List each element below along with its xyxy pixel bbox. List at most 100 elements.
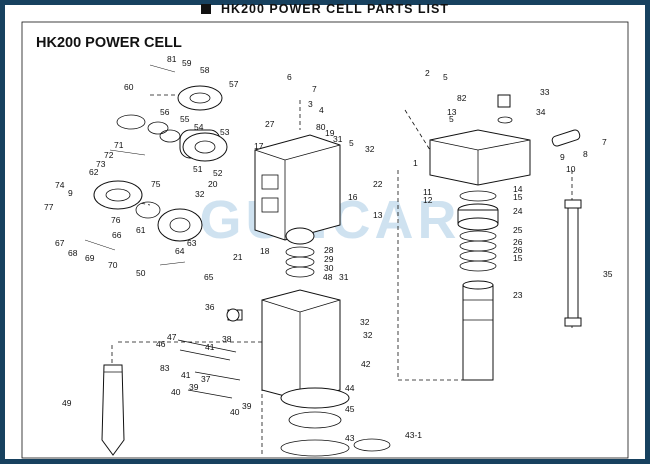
callout-40: 40: [171, 387, 181, 397]
callout-33: 33: [540, 87, 550, 97]
callout-26b: 26: [513, 245, 523, 255]
callout-73: 73: [96, 159, 106, 169]
callout-31b: 31: [339, 272, 349, 282]
callout-6: 6: [287, 72, 292, 82]
callout-40b: 40: [230, 407, 240, 417]
piston-assembly: [457, 190, 499, 381]
callout-49: 49: [62, 398, 72, 408]
callout-9: 9: [68, 188, 73, 198]
callout-5c: 5: [449, 114, 454, 124]
callout-58: 58: [200, 65, 210, 75]
callout-25: 25: [513, 225, 523, 235]
callout-62: 62: [89, 167, 99, 177]
callout-50: 50: [136, 268, 146, 278]
callout-67: 67: [55, 238, 65, 248]
callout-9b: 9: [560, 152, 565, 162]
callout-16: 16: [348, 192, 358, 202]
callout-27: 27: [265, 119, 275, 129]
upper-body-block: [254, 134, 341, 278]
callout-64: 64: [175, 246, 185, 256]
lower-body-block: [227, 289, 391, 457]
callout-12: 12: [423, 195, 433, 205]
callout-48: 48: [323, 272, 333, 282]
callout-53: 53: [220, 127, 230, 137]
callout-22: 22: [373, 179, 383, 189]
callout-69: 69: [85, 253, 95, 263]
callout-32c: 32: [363, 330, 373, 340]
accumulator-group: [84, 64, 228, 266]
callout-11: 11: [423, 187, 432, 197]
callout-34: 34: [536, 107, 546, 117]
callout-61: 61: [136, 225, 146, 235]
callout-72: 72: [104, 150, 114, 160]
callout-36: 36: [205, 302, 215, 312]
callout-8: 8: [583, 149, 588, 159]
callout-5b: 5: [443, 72, 448, 82]
callout-7: 7: [312, 84, 317, 94]
callout-57: 57: [229, 79, 239, 89]
callout-2: 2: [425, 68, 430, 78]
callout-55: 55: [180, 114, 190, 124]
callout-54: 54: [194, 122, 204, 132]
callout-38: 38: [222, 334, 232, 344]
page-header-title: HK200 POWER CELL PARTS LIST: [221, 2, 449, 16]
callout-28: 28: [324, 245, 334, 255]
control-valve-block: [429, 94, 581, 186]
callout-19: 19: [325, 128, 335, 138]
callout-23: 23: [513, 290, 523, 300]
callout-66: 66: [112, 230, 122, 240]
callout-7b: 7: [602, 137, 607, 147]
callout-39b: 39: [242, 401, 252, 411]
callout-41b: 41: [181, 370, 191, 380]
callout-20: 20: [208, 179, 218, 189]
callout-35: 35: [603, 269, 613, 279]
callout-60: 60: [124, 82, 134, 92]
callout-5: 5: [349, 138, 354, 148]
callout-10: 10: [566, 164, 576, 174]
callout-29: 29: [324, 254, 334, 264]
callout-65: 65: [204, 272, 214, 282]
callout-59: 59: [182, 58, 192, 68]
callout-74: 74: [55, 180, 65, 190]
callout-13b: 13: [447, 107, 457, 117]
callout-32d: 32: [365, 144, 375, 154]
callout-51: 51: [193, 164, 203, 174]
callout-4: 4: [319, 105, 324, 115]
callout-30: 30: [324, 263, 334, 273]
diagram-title: HK200 POWER CELL: [36, 35, 182, 51]
callout-13: 13: [373, 210, 383, 220]
callout-32b: 32: [360, 317, 370, 327]
callout-31: 31: [333, 134, 343, 144]
callout-17: 17: [254, 141, 264, 151]
callout-70: 70: [108, 260, 118, 270]
callout-42: 42: [361, 359, 371, 369]
callout-81: 81: [167, 54, 177, 64]
callout-71: 71: [114, 140, 124, 150]
callout-41: 41: [205, 342, 215, 352]
callout-63: 63: [187, 238, 197, 248]
pin-parts: [177, 308, 241, 399]
callout-3: 3: [308, 99, 313, 109]
callout-45: 45: [345, 404, 355, 414]
callout-43-1: 43-1: [405, 430, 422, 440]
callout-15b: 15: [513, 253, 523, 263]
callout-47: 47: [167, 332, 177, 342]
page-header: HK200 POWER CELL PARTS LIST: [0, 2, 650, 16]
callout-24: 24: [513, 206, 523, 216]
callout-39: 39: [189, 382, 199, 392]
callout-14: 14: [513, 184, 523, 194]
callout-77: 77: [44, 202, 54, 212]
callout-56: 56: [160, 107, 170, 117]
callout-68: 68: [68, 248, 78, 258]
callout-37: 37: [201, 374, 211, 384]
callout-32: 32: [195, 189, 205, 199]
long-rod: [564, 199, 582, 327]
chisel-tool: [101, 364, 125, 456]
callout-labels: 81 59 58 60 57 56 55 54 53 71 72 73 62 7…: [44, 54, 613, 443]
callout-21: 21: [233, 252, 243, 262]
callout-76: 76: [111, 215, 121, 225]
callout-44: 44: [345, 383, 355, 393]
callout-26: 26: [513, 237, 523, 247]
callout-43: 43: [345, 433, 355, 443]
callout-80: 80: [316, 122, 326, 132]
